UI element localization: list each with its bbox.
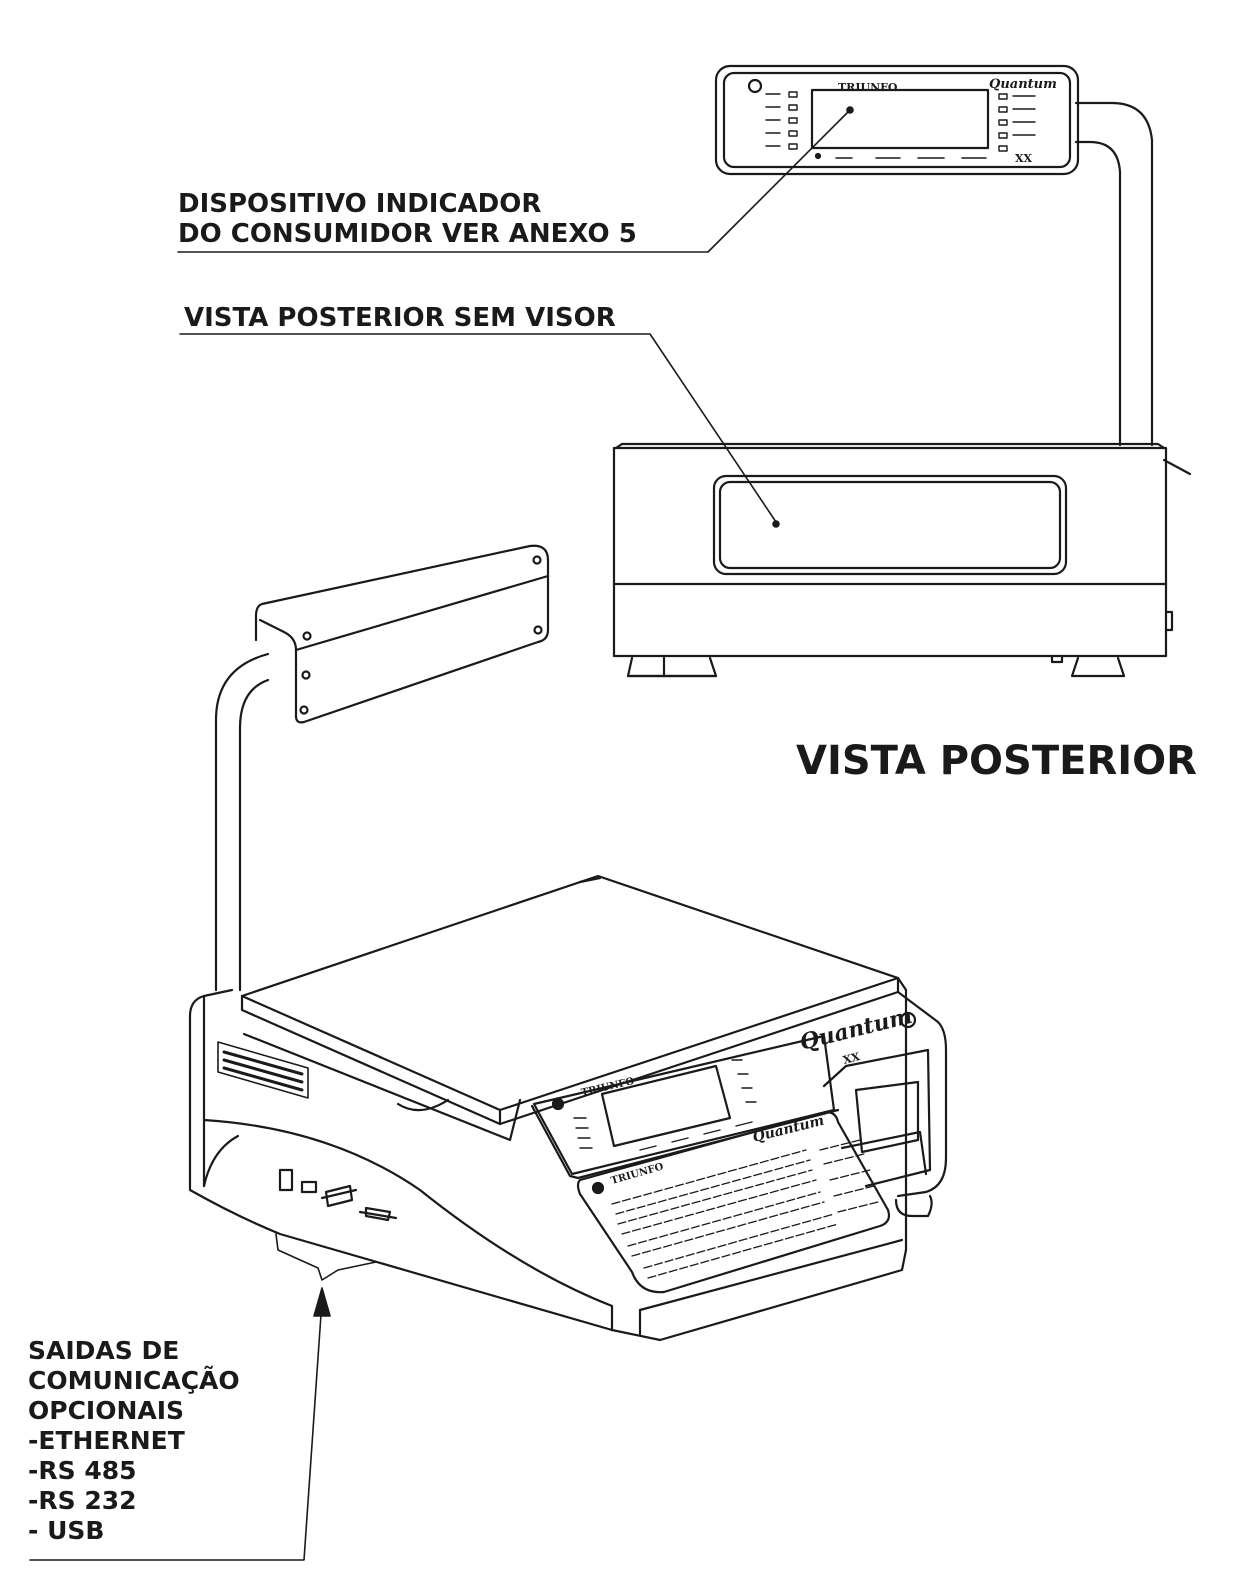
display-brand: TRIUNFO	[838, 81, 898, 94]
keyboard: TRIUNFO Quantum	[576, 1110, 891, 1294]
outputs-leader	[29, 1287, 331, 1561]
outputs-line-rs485: -RS 485	[28, 1456, 137, 1485]
keyboard-keys	[611, 1139, 879, 1279]
perspective-scale: Quantum XX TRIUNFO	[188, 544, 948, 1342]
outputs-line-2: COMUNICAÇÃO	[28, 1366, 240, 1395]
usb-port	[300, 1180, 318, 1194]
scale-housing: Quantum XX	[188, 976, 948, 1342]
housing-model: Quantum	[797, 1003, 915, 1056]
outputs-line-ethernet: -ETHERNET	[28, 1426, 185, 1455]
outputs-line-rs232: -RS 232	[28, 1486, 137, 1515]
housing-model-suffix: XX	[842, 1050, 862, 1067]
panel-brand: TRIUNFO	[580, 1076, 635, 1099]
consumer-indicator-label-line1: DISPOSITIVO INDICADOR	[178, 189, 542, 219]
leader-lines	[177, 106, 854, 528]
display-model: Quantum	[989, 77, 1057, 92]
operator-panel: TRIUNFO	[530, 1034, 840, 1180]
rear-view-title: VISTA POSTERIOR	[796, 738, 1197, 784]
perspective-display-head	[254, 544, 550, 724]
rear-base	[612, 442, 1192, 678]
display-model-suffix: XX	[1015, 152, 1033, 165]
rear-view-no-visor-label: VISTA POSTERIOR SEM VISOR	[184, 303, 616, 333]
outputs-line-usb: - USB	[28, 1516, 105, 1545]
display-indicator-leds-left	[765, 91, 798, 150]
communication-outputs-label: SAIDAS DE COMUNICAÇÃO OPCIONAIS -ETHERNE…	[28, 1336, 240, 1546]
outputs-line-3: OPCIONAIS	[28, 1396, 185, 1425]
outputs-line-1: SAIDAS DE	[28, 1336, 180, 1365]
keyboard-model: Quantum	[751, 1113, 826, 1146]
weighing-platter	[240, 874, 900, 1126]
consumer-display: TRIUNFO Quantum XX	[714, 64, 1080, 176]
rear-view-scale: TRIUNFO Quantum XX	[612, 64, 1192, 678]
consumer-indicator-label-line2: DO CONSUMIDOR VER ANEXO 5	[178, 219, 637, 249]
ethernet-port	[278, 1168, 294, 1192]
display-indicator-leds-right	[998, 93, 1036, 152]
communication-ports	[278, 1168, 398, 1222]
rs232-port	[324, 1184, 354, 1208]
nameplate	[217, 1041, 309, 1099]
